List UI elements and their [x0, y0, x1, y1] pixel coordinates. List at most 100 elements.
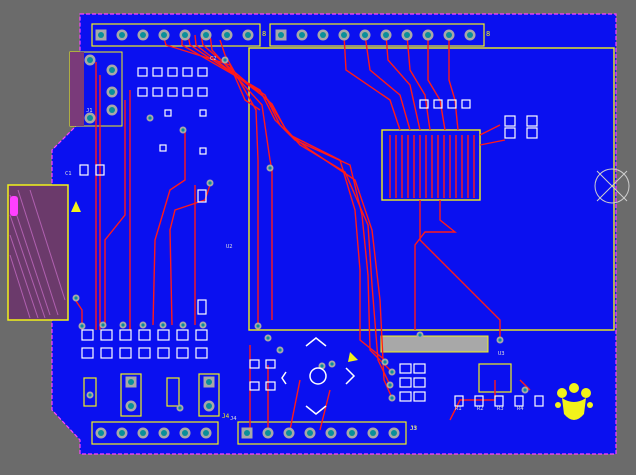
- smd-pad[interactable]: [413, 391, 426, 402]
- trace: [479, 124, 501, 136]
- header-top-right-label: 8: [486, 30, 490, 38]
- drill-hole: [161, 32, 167, 38]
- smd-pad[interactable]: [504, 115, 516, 127]
- smd-pad[interactable]: [157, 329, 170, 341]
- smd-pad[interactable]: [514, 395, 524, 407]
- header-bottom-right-label: J3: [410, 425, 418, 432]
- ic-chip-footprint: [381, 129, 481, 201]
- smd-pad[interactable]: [182, 67, 193, 77]
- silkscreen-text: R2: [477, 406, 484, 412]
- usb-pin1-pad[interactable]: [10, 196, 18, 216]
- smd-pad[interactable]: [197, 67, 208, 77]
- smd-pad[interactable]: [433, 99, 443, 109]
- smd-pad[interactable]: [494, 395, 504, 407]
- smd-pad[interactable]: [249, 359, 260, 369]
- smd-pad[interactable]: [157, 347, 170, 359]
- smd-pad[interactable]: [197, 87, 208, 97]
- via-hole: [278, 348, 282, 352]
- smd-pad[interactable]: [195, 347, 208, 359]
- drill-hole: [182, 32, 188, 38]
- smd-pad[interactable]: [152, 67, 163, 77]
- via-hole: [390, 370, 394, 374]
- drill-hole: [98, 430, 104, 436]
- drill-hole: [87, 57, 93, 63]
- smd-pad[interactable]: [159, 144, 167, 152]
- smd-pad[interactable]: [100, 347, 113, 359]
- smd-pad[interactable]: [413, 363, 426, 374]
- smd-pad[interactable]: [137, 87, 148, 97]
- drill-hole: [404, 32, 410, 38]
- jumper-j6: [198, 373, 220, 417]
- drill-hole: [265, 430, 271, 436]
- drill-hole: [244, 430, 250, 436]
- smd-pad[interactable]: [199, 147, 207, 155]
- smd-pad[interactable]: [265, 381, 276, 391]
- smd-pad[interactable]: [152, 87, 163, 97]
- smd-pad[interactable]: [167, 67, 178, 77]
- smd-pad[interactable]: [461, 99, 471, 109]
- drill-hole: [362, 32, 368, 38]
- smd-pad[interactable]: [399, 377, 412, 388]
- trace: [364, 34, 411, 131]
- smd-pad[interactable]: [95, 164, 105, 176]
- diode-d2: [166, 377, 180, 407]
- drill-hole: [307, 430, 313, 436]
- via-hole: [121, 323, 125, 327]
- smd-pad[interactable]: [79, 164, 89, 176]
- smd-pad[interactable]: [176, 329, 189, 341]
- trace: [219, 39, 259, 325]
- smd-pad[interactable]: [138, 329, 151, 341]
- trace: [414, 200, 457, 330]
- header-bottom-left-label: J4: [222, 413, 230, 420]
- smd-pad[interactable]: [197, 299, 207, 315]
- smd-pad[interactable]: [534, 395, 544, 407]
- header-top-left: [91, 23, 261, 47]
- power-jack-body: [70, 52, 84, 126]
- via-hole: [88, 393, 92, 397]
- smd-pad[interactable]: [249, 381, 260, 391]
- board-outline: [51, 13, 617, 455]
- drill-hole: [370, 430, 376, 436]
- smd-pad[interactable]: [119, 347, 132, 359]
- smd-pad[interactable]: [197, 189, 207, 203]
- smd-pad[interactable]: [81, 347, 94, 359]
- smd-pad[interactable]: [195, 329, 208, 341]
- smd-pad[interactable]: [119, 329, 132, 341]
- smd-pad[interactable]: [199, 109, 207, 117]
- silkscreen-text: C2: [210, 56, 217, 62]
- trace: [448, 35, 459, 131]
- smd-pad[interactable]: [164, 109, 172, 117]
- smd-pad[interactable]: [504, 127, 516, 139]
- smd-pad[interactable]: [413, 377, 426, 388]
- smd-pad[interactable]: [526, 127, 538, 139]
- via-hole: [74, 296, 78, 300]
- smd-pad[interactable]: [81, 329, 94, 341]
- drill-hole: [320, 32, 326, 38]
- smd-pad[interactable]: [526, 115, 538, 127]
- smd-pad[interactable]: [265, 359, 276, 369]
- smd-pad[interactable]: [447, 99, 457, 109]
- smd-pad[interactable]: [399, 363, 412, 374]
- trace: [385, 34, 421, 131]
- header-top-left-label: 8: [262, 30, 266, 38]
- smd-pad[interactable]: [399, 391, 412, 402]
- smd-pad[interactable]: [137, 67, 148, 77]
- smd-pad[interactable]: [167, 87, 178, 97]
- smd-pad[interactable]: [474, 395, 484, 407]
- smd-pad[interactable]: [182, 87, 193, 97]
- diode-d1: [83, 377, 97, 407]
- silkscreen-text: R3: [497, 406, 504, 412]
- smd-pad[interactable]: [419, 99, 429, 109]
- tactile-button[interactable]: [281, 337, 358, 415]
- drill-hole: [109, 107, 115, 113]
- via-hole: [390, 396, 394, 400]
- smd-pad[interactable]: [176, 347, 189, 359]
- trace: [104, 100, 126, 325]
- silkscreen-text: J3: [410, 426, 417, 432]
- smd-pad[interactable]: [100, 329, 113, 341]
- smd-pad[interactable]: [138, 347, 151, 359]
- smd-pad[interactable]: [454, 395, 464, 407]
- trace: [479, 139, 506, 146]
